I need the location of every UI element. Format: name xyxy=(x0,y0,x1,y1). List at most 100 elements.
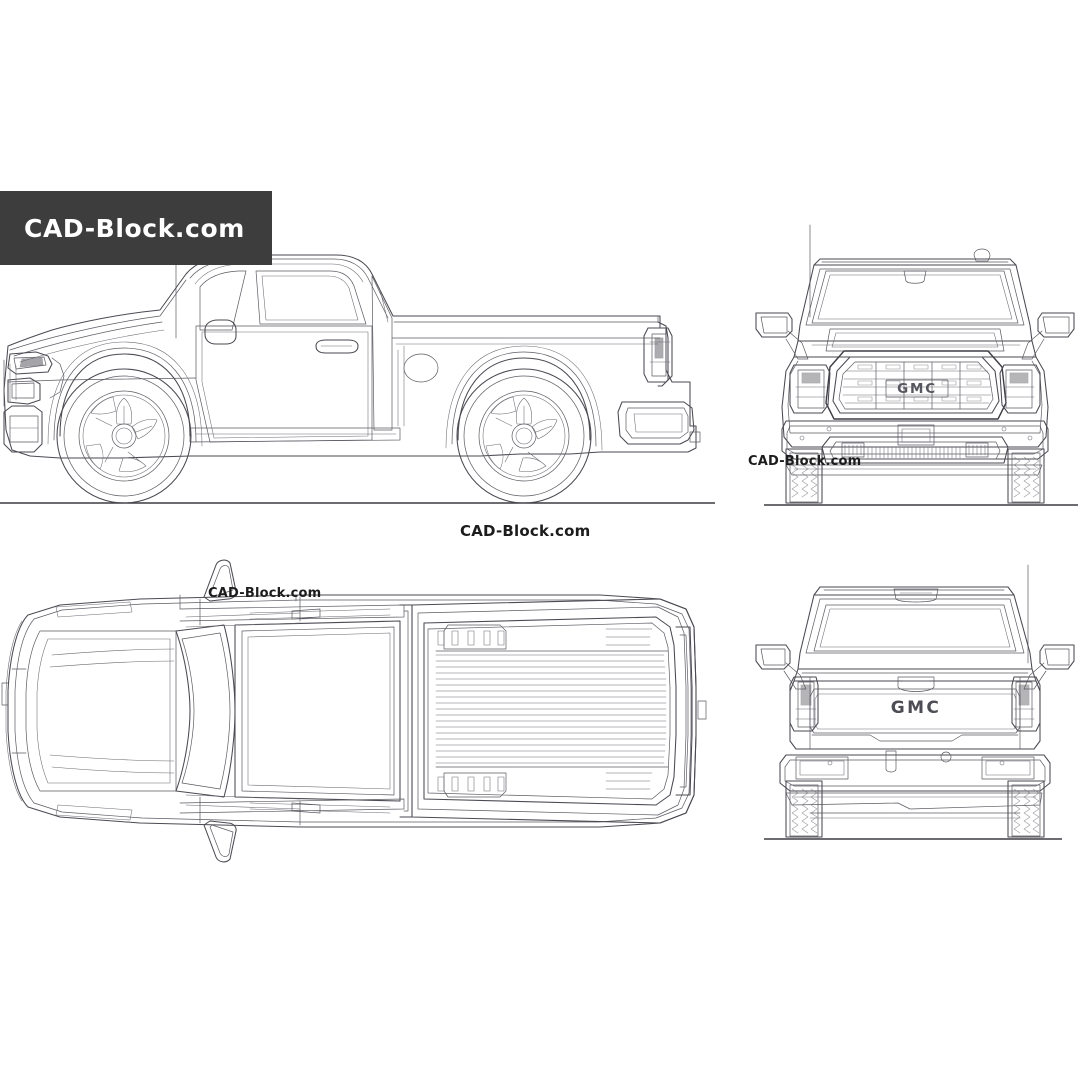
side-window-inner xyxy=(262,276,358,320)
front-left-headlight xyxy=(790,365,830,413)
rear-right-taillight xyxy=(1012,677,1040,731)
rear-window xyxy=(814,605,1016,651)
top-cab-rear xyxy=(400,605,412,817)
side-rear-tire-inner xyxy=(464,376,584,496)
front-grille-mesh xyxy=(858,365,981,401)
top-hood-crease-2 xyxy=(50,661,174,667)
front-right-tire xyxy=(1008,449,1044,503)
side-front-tire-outer xyxy=(57,369,191,503)
rear-valance xyxy=(786,793,1042,809)
top-hood-crease-1 xyxy=(52,649,174,655)
side-hood-crease xyxy=(10,280,186,350)
side-bed-rail-top xyxy=(394,316,658,322)
top-bed-outer xyxy=(412,599,696,823)
side-body-outline xyxy=(4,255,696,458)
top-right-door-line xyxy=(200,797,300,825)
top-tiedown-2 xyxy=(606,773,652,789)
top-right-mirror xyxy=(204,821,236,862)
front-right-tire-tread xyxy=(1014,457,1039,497)
front-right-mirror xyxy=(1038,313,1074,337)
watermark-top-view-text: CAD-Block.com xyxy=(208,586,322,601)
rear-right-mirror-arm xyxy=(1024,663,1046,689)
top-bed-rail xyxy=(418,607,686,815)
front-left-mirror-arm xyxy=(786,331,808,359)
top-hood-crease-3 xyxy=(50,755,174,761)
top-door-seam-right xyxy=(186,795,300,809)
rear-hitch-receiver xyxy=(886,751,896,772)
top-windshield xyxy=(176,625,235,797)
watermark-banner-text: CAD-Block.com xyxy=(24,213,245,243)
rear-tailgate-crease xyxy=(812,735,1018,741)
top-right-front-flare xyxy=(56,805,132,820)
front-left-fog-light xyxy=(842,443,864,457)
side-rear-wheel-arch xyxy=(458,358,590,440)
side-cab-rear-crease xyxy=(380,290,388,322)
front-bumper xyxy=(782,421,1048,459)
side-fuel-door xyxy=(404,354,438,382)
front-gmc-badge-text: GMC xyxy=(897,381,937,397)
front-windshield xyxy=(812,271,1018,323)
top-plan-view xyxy=(0,555,720,865)
rear-roof xyxy=(814,587,1014,595)
front-cab-outline xyxy=(798,265,1032,341)
watermark-front-view-text: CAD-Block.com xyxy=(748,454,862,469)
rear-left-tire-tread xyxy=(792,789,817,833)
rear-bumper xyxy=(780,755,1050,791)
side-rocker-panel xyxy=(190,428,400,442)
front-license-plate xyxy=(898,425,934,445)
side-elevation-view xyxy=(0,230,720,520)
rear-left-mirror-arm xyxy=(784,663,806,689)
rear-view-geometry: GMC xyxy=(756,565,1074,840)
top-left-mirror xyxy=(204,560,236,601)
top-hood-crease-4 xyxy=(52,767,174,773)
rear-left-step-pad xyxy=(796,757,848,779)
side-windshield xyxy=(200,271,246,330)
rear-cab-outline xyxy=(798,595,1032,669)
top-body-outline xyxy=(8,595,696,827)
top-left-door-handle xyxy=(292,609,320,619)
side-hood-crease-2 xyxy=(14,322,162,356)
rear-tailgate-handle xyxy=(898,677,934,692)
side-rear-wheel-spokes xyxy=(486,397,557,472)
rear-elevation-view: GMC xyxy=(752,565,1080,860)
front-lower-intake xyxy=(822,437,1008,463)
watermark-banner: CAD-Block.com xyxy=(0,191,272,265)
rear-right-mirror xyxy=(1040,645,1074,669)
side-rear-tire-outer xyxy=(457,369,591,503)
rear-right-step-pad xyxy=(982,757,1034,779)
rear-right-tire xyxy=(1008,781,1044,837)
side-front-rim xyxy=(79,391,169,481)
top-cab-roof xyxy=(235,621,400,801)
side-view-geometry xyxy=(0,255,715,504)
side-character-line xyxy=(8,378,196,382)
side-bed-seam xyxy=(398,346,404,426)
side-front-tire-inner xyxy=(64,376,184,496)
front-right-mirror-arm xyxy=(1022,331,1044,359)
top-hood-panel xyxy=(26,631,176,791)
side-tailgate xyxy=(658,322,668,386)
side-roof-line-2 xyxy=(195,264,363,284)
side-rear-rim xyxy=(479,391,569,481)
top-left-door xyxy=(180,595,296,609)
watermark-front-view: CAD-Block.com xyxy=(748,454,861,469)
front-elevation-view: GMC xyxy=(752,225,1080,510)
rear-left-mirror xyxy=(756,645,790,669)
top-front-grille-edge xyxy=(12,669,26,753)
watermark-center-text: CAD-Block.com xyxy=(460,522,591,540)
side-door-outline xyxy=(196,326,372,442)
rear-park-sensor xyxy=(941,752,951,762)
side-mirror xyxy=(205,320,236,344)
top-left-door-line xyxy=(200,597,300,625)
side-headlight-lower xyxy=(8,378,40,404)
top-tailgate xyxy=(676,627,692,795)
side-cab-rear-panel xyxy=(372,276,392,430)
front-left-tire xyxy=(786,449,822,503)
side-front-bumper xyxy=(4,406,42,452)
front-body-sides xyxy=(782,357,1048,447)
top-bed-floor-ribs xyxy=(436,655,666,763)
top-bed-floor xyxy=(424,617,676,805)
rear-right-tire-tread xyxy=(1014,789,1039,833)
rear-body-upper xyxy=(794,669,1036,681)
side-door-handle xyxy=(316,340,358,353)
